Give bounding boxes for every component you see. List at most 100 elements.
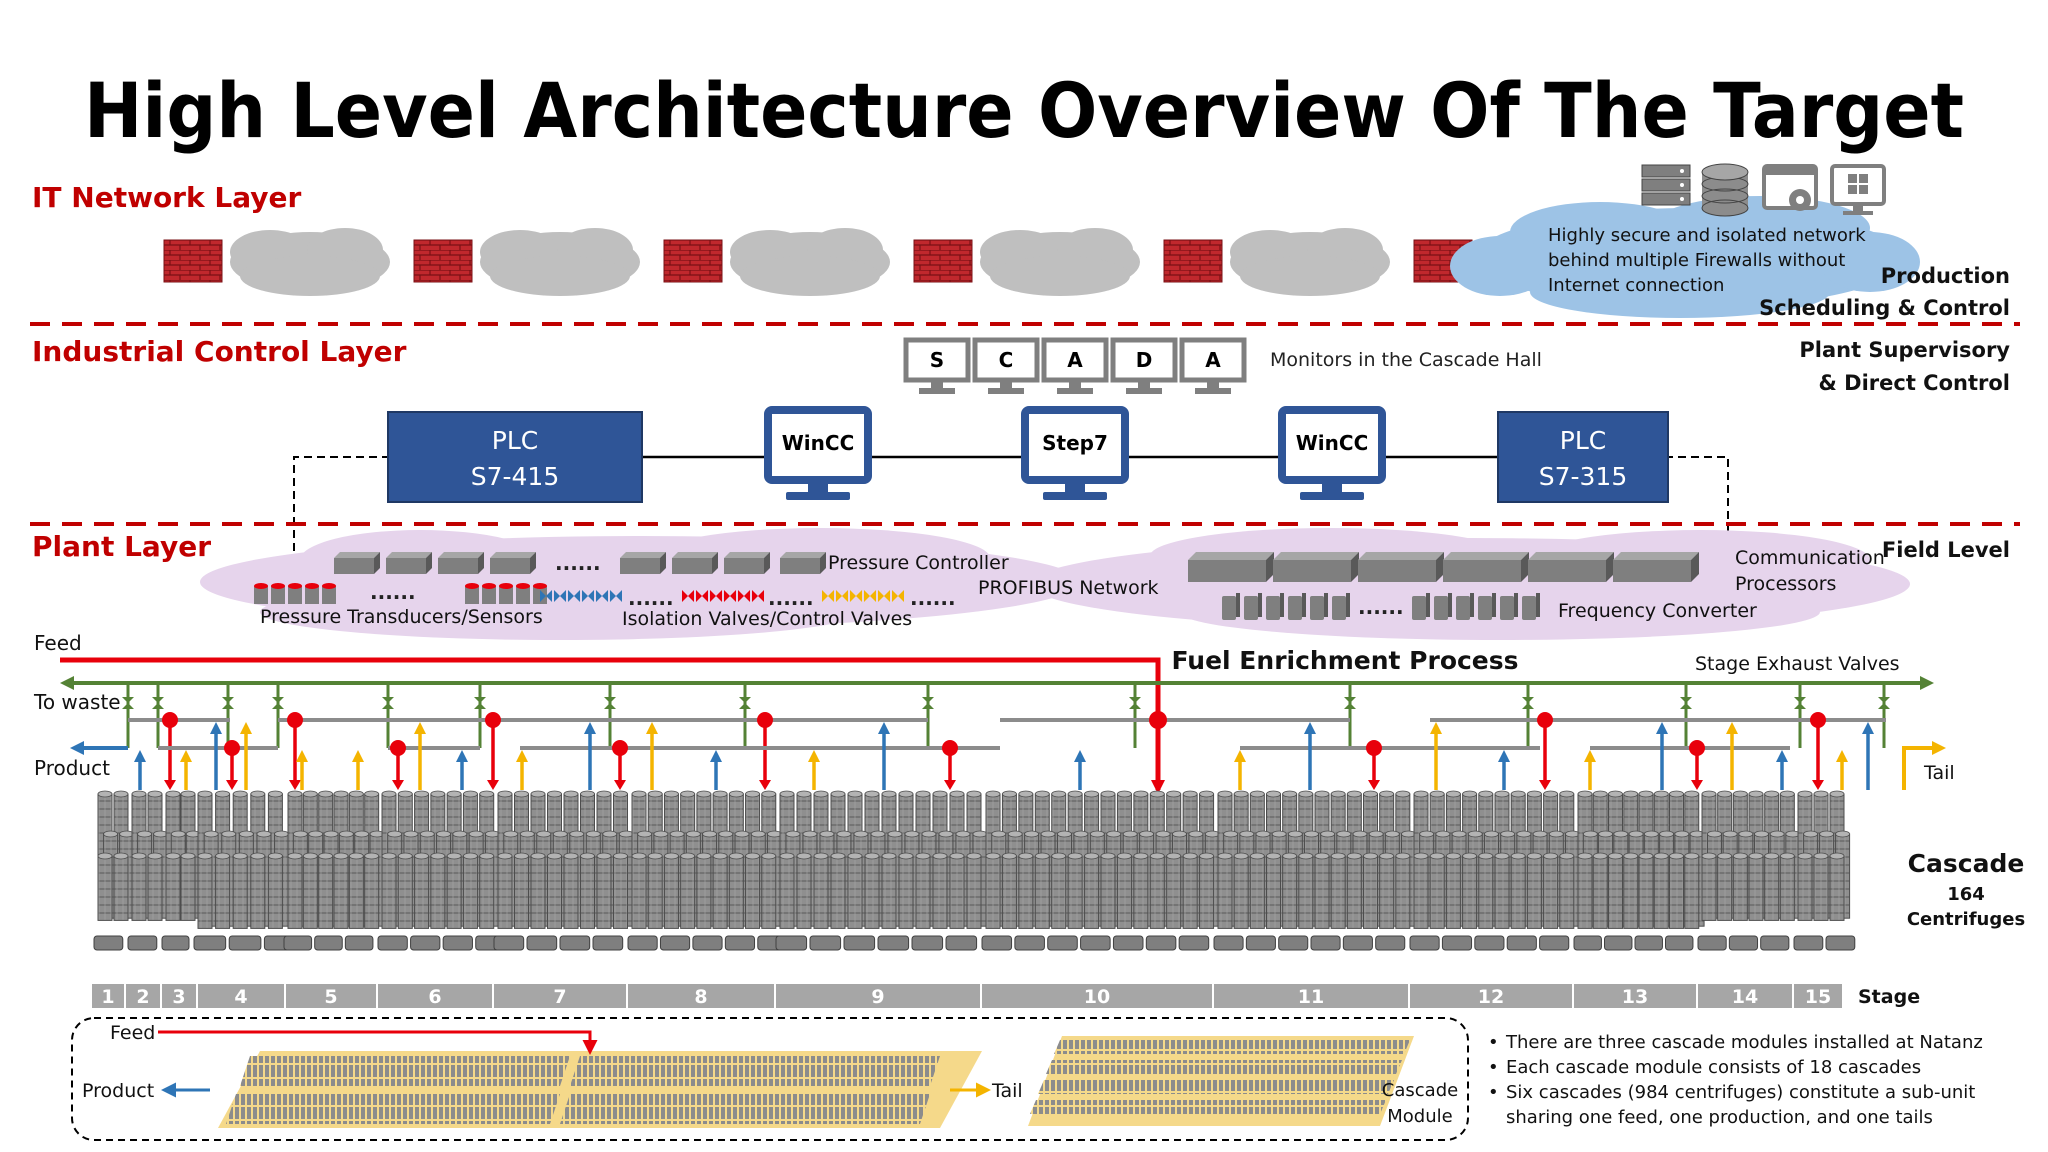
frequency-converter-icon (1434, 593, 1452, 620)
valve-icon (568, 590, 580, 602)
exhaust-valve-icon (272, 683, 284, 748)
module-label-1: Cascade (1382, 1080, 1458, 1101)
centrifuge-base (93, 935, 124, 951)
centrifuge-icon (302, 852, 318, 929)
stage-label: Stage (1858, 986, 1920, 1008)
valve-icon (582, 590, 594, 602)
centrifuge-icon (847, 852, 863, 929)
pressure-sensor-icon (322, 583, 336, 604)
stage-header (1430, 712, 1686, 790)
centrifuge-icon (1166, 852, 1182, 929)
centrifuge-icon (1429, 852, 1445, 929)
control-valve-icon (1366, 740, 1382, 756)
stage-header (520, 740, 700, 790)
centrifuge-icon (1526, 852, 1542, 929)
plc-right-line1: PLC (1560, 426, 1606, 455)
scada-monitor-icon: S (903, 337, 971, 394)
field-dots-controllers: ...... (555, 551, 601, 575)
flow-up-arrow (516, 750, 528, 790)
tail-label: Tail (1923, 762, 1955, 784)
pressure-sensor-icon (271, 583, 285, 604)
stage-cell: 15 (1794, 984, 1842, 1008)
frequency-converter-icon (1332, 593, 1350, 620)
windows-pc-icon (1830, 164, 1886, 215)
notes-list: • There are three cascade modules instal… (1488, 1032, 1983, 1128)
tail-arrowhead (1932, 741, 1946, 755)
centrifuge-icon (1266, 852, 1281, 929)
freq-converter-label: Frequency Converter (1558, 600, 1757, 622)
centrifuge-icon (881, 852, 897, 929)
step7-label: Step7 (1042, 431, 1108, 455)
frequency-converter-icon (1288, 593, 1306, 620)
exhaust-label: Stage Exhaust Valves (1695, 653, 1900, 675)
centrifuge-icon (250, 852, 266, 929)
centrifuge-icon (364, 852, 380, 929)
stage-cell: 2 (126, 984, 160, 1008)
field-dots-freq: ...... (1358, 595, 1404, 619)
frequency-converter-icon (1266, 593, 1284, 620)
process-title: Fuel Enrichment Process (1171, 646, 1518, 675)
flow-up-arrow (1074, 750, 1086, 790)
stage-cell: 10 (982, 984, 1212, 1008)
flow-up-arrow (210, 722, 222, 790)
stage-number: 10 (1084, 986, 1110, 1008)
centrifuge-icon (813, 852, 829, 929)
centrifuge-icon (381, 852, 397, 929)
valves-label: Isolation Valves/Control Valves (622, 608, 912, 630)
stage-cell: 14 (1698, 984, 1792, 1008)
exhaust-valve-icon (1680, 683, 1692, 748)
stage-cell: 13 (1574, 984, 1696, 1008)
flow-up-arrow (180, 750, 192, 790)
stage-header (388, 740, 480, 790)
wincc-left-monitor-icon: WinCC (764, 406, 872, 500)
centrifuge-icon (1282, 852, 1298, 929)
module-feed-label: Feed (110, 1022, 155, 1044)
valve-icon (696, 590, 708, 602)
stage-number: 13 (1622, 986, 1648, 1008)
comm-processor-icon (1528, 552, 1614, 582)
process-flow (60, 657, 1946, 794)
module-label-2: Module (1387, 1106, 1452, 1127)
centrifuge-base (1573, 935, 1694, 951)
stage-number: 14 (1732, 986, 1758, 1008)
firewall-icon (413, 239, 473, 283)
frequency-converter-icon (1478, 593, 1496, 620)
frequency-converter-icon (1522, 593, 1540, 620)
centrifuge-icon (1748, 852, 1764, 921)
centrifuge-icon (663, 852, 679, 929)
flow-up-arrow (584, 722, 596, 790)
tail-out-line (1902, 746, 1934, 790)
centrifuge-icon (1199, 852, 1215, 929)
pressure-controller-icon (780, 552, 826, 574)
control-valve-icon (757, 712, 773, 728)
valve-icon (554, 590, 566, 602)
control-valve-icon (612, 740, 628, 756)
frequency-converter-icon (1456, 593, 1474, 620)
comm-processor-icon (1273, 552, 1359, 582)
centrifuge-icon (1510, 852, 1526, 929)
scada-letter: D (1136, 348, 1153, 372)
exhaust-valve-icon (1129, 683, 1141, 748)
centrifuge-icon (1701, 852, 1717, 921)
centrifuge-icon (318, 852, 334, 929)
centrifuge-icon (113, 852, 129, 921)
pressure-sensor-icon (516, 583, 530, 604)
centrifuge-icon (414, 852, 430, 929)
scada-letter: A (1205, 348, 1221, 372)
centrifuge-icon (1084, 852, 1100, 929)
plc-left-line1: PLC (492, 426, 538, 455)
centrifuge-icon (397, 852, 413, 929)
centrifuge-icon (1133, 852, 1149, 929)
firewall-icon (163, 239, 223, 283)
centrifuge-icon (165, 852, 181, 921)
comm-processor-icon (1188, 552, 1274, 582)
firewall-icon (1163, 239, 1223, 283)
module-illustration-left (218, 1051, 982, 1128)
cloud-icon (980, 228, 1140, 296)
valve-icon (878, 590, 890, 602)
control-valve-icon (287, 712, 303, 728)
centrifuge-icon (97, 852, 113, 921)
pressure-sensor-icon (482, 583, 496, 604)
valve-icon (822, 590, 834, 602)
exhaust-valve-icon (1344, 683, 1356, 748)
